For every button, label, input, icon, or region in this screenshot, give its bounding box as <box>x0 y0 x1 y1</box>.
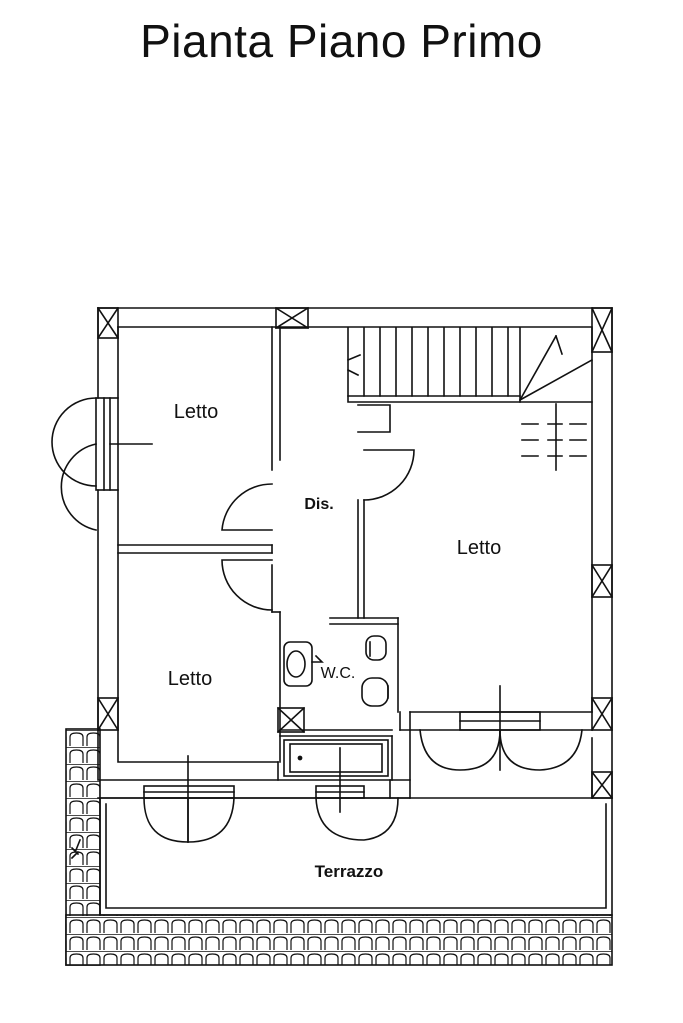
room-label-bedroom-right: Letto <box>457 537 501 559</box>
roof-tiles-bottom <box>65 914 613 966</box>
terrace-parapet <box>99 797 613 916</box>
room-label-wc: W.C. <box>321 665 356 682</box>
columns <box>96 306 614 800</box>
bathroom-fixtures <box>283 635 389 813</box>
interior-walls <box>117 326 399 781</box>
drain-mark <box>70 838 82 860</box>
room-label-hallway: Dis. <box>304 496 333 513</box>
room-label-terrace: Terrazzo <box>315 862 384 881</box>
terrace-windows <box>143 685 583 843</box>
room-label-bedroom-bottom-left: Letto <box>168 668 212 690</box>
plan-title: Pianta Piano Primo <box>140 15 543 67</box>
room-label-bedroom-top-left: Letto <box>174 401 218 423</box>
left-window <box>51 397 153 531</box>
doors <box>221 404 415 611</box>
staircase <box>346 327 594 471</box>
